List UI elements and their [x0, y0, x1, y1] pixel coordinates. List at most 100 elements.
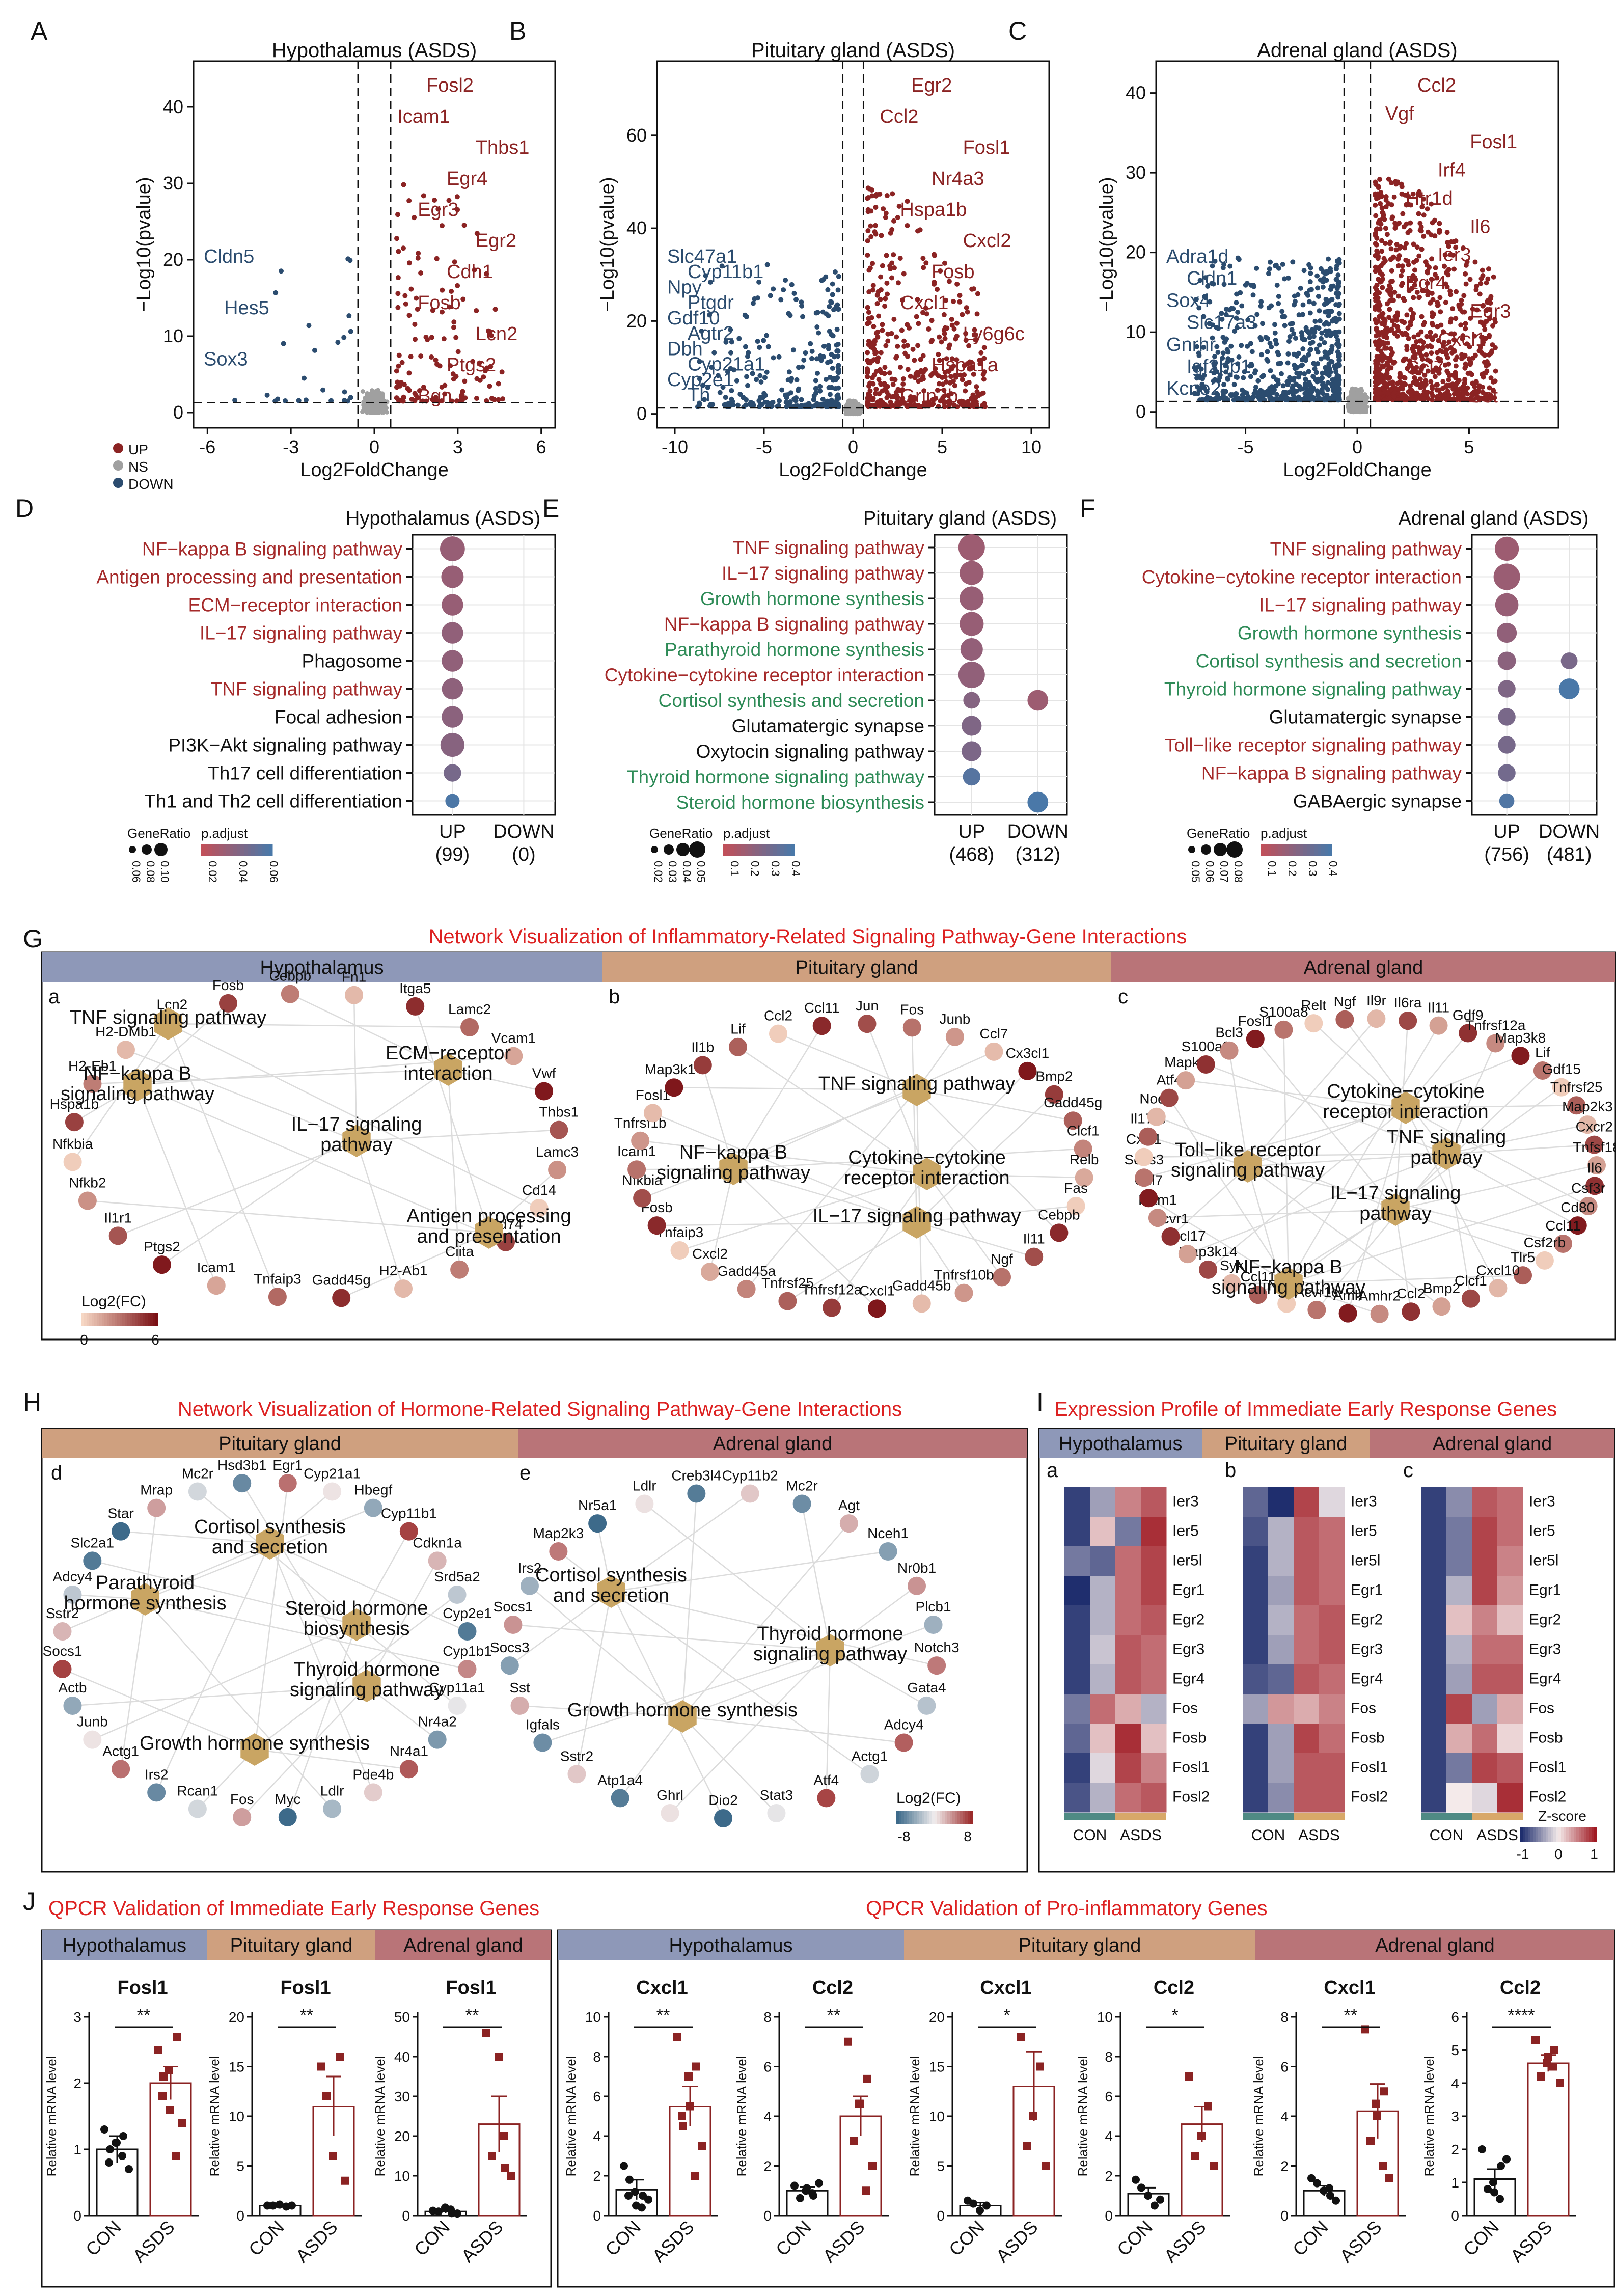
down-point	[1285, 360, 1291, 366]
up-point	[908, 373, 913, 379]
down-point	[824, 376, 829, 382]
up-point	[1373, 389, 1378, 395]
down-point	[709, 365, 715, 370]
up-point	[1376, 332, 1381, 337]
up-point	[963, 338, 969, 343]
up-point	[866, 289, 872, 295]
up-point	[951, 402, 957, 408]
up-point	[937, 358, 942, 363]
up-point	[946, 400, 952, 406]
up-point	[884, 193, 890, 198]
gene-label-down: Gdf10	[667, 308, 720, 329]
up-point	[1445, 389, 1450, 394]
up-point	[900, 297, 906, 303]
up-point	[926, 399, 932, 405]
down-point	[705, 385, 710, 390]
ns-point	[382, 401, 387, 406]
down-point	[755, 295, 760, 301]
up-point	[1461, 293, 1467, 298]
gene-label-up: Egr4	[447, 168, 487, 189]
up-point	[1406, 262, 1411, 268]
up-point	[1463, 321, 1468, 326]
down-point	[1272, 322, 1278, 327]
volcano-title: Pituitary gland (ASDS)	[751, 39, 955, 62]
up-point	[940, 375, 945, 380]
up-point	[929, 338, 935, 343]
gene-label-up: Ly6g6c	[963, 323, 1025, 345]
up-point	[949, 316, 954, 322]
up-point	[918, 357, 923, 362]
up-point	[1429, 350, 1434, 356]
up-point	[487, 329, 493, 335]
up-point	[418, 270, 424, 276]
up-point	[1449, 350, 1455, 356]
up-point	[901, 343, 907, 349]
up-point	[1373, 253, 1378, 258]
up-point	[960, 312, 965, 317]
up-point	[869, 261, 875, 266]
up-point	[1381, 353, 1386, 359]
down-point	[345, 256, 351, 262]
up-point	[1428, 330, 1433, 335]
up-point	[429, 354, 434, 360]
down-point	[786, 369, 792, 375]
gene-label-up: Icam1	[397, 106, 450, 127]
up-point	[915, 343, 921, 348]
up-point	[965, 309, 970, 315]
up-point	[966, 343, 972, 348]
up-point	[870, 287, 875, 293]
up-point	[1410, 346, 1415, 351]
up-point	[1451, 396, 1457, 401]
up-point	[395, 212, 400, 217]
up-point	[974, 384, 979, 390]
down-point	[335, 340, 341, 345]
up-point	[948, 374, 954, 379]
up-point	[1386, 176, 1391, 182]
up-point	[1378, 348, 1384, 354]
down-point	[729, 396, 734, 402]
up-point	[1383, 226, 1388, 231]
up-point	[474, 231, 480, 236]
up-point	[944, 325, 950, 331]
gene-label-up: Thbs1	[476, 137, 530, 158]
down-point	[827, 392, 833, 397]
gene-label-up: Cxcl2	[963, 230, 1011, 252]
down-point	[830, 292, 835, 297]
up-point	[937, 334, 942, 340]
up-point	[1419, 247, 1425, 252]
up-point	[1435, 303, 1440, 308]
down-point	[296, 398, 302, 403]
up-point	[421, 193, 426, 199]
up-point	[895, 280, 901, 286]
down-point	[765, 344, 771, 349]
up-point	[872, 391, 878, 396]
up-point	[908, 394, 913, 400]
down-point	[1275, 349, 1280, 355]
down-point	[1286, 339, 1292, 344]
up-point	[957, 372, 963, 378]
up-point	[1416, 211, 1421, 216]
up-point	[1446, 377, 1451, 383]
up-point	[916, 321, 921, 326]
up-point	[866, 316, 871, 321]
up-point	[1428, 300, 1433, 306]
up-point	[1486, 352, 1492, 358]
down-point	[1278, 371, 1284, 376]
up-point	[1388, 346, 1393, 351]
up-point	[957, 299, 963, 305]
up-point	[396, 363, 401, 369]
up-point	[1463, 281, 1469, 287]
down-point	[279, 268, 284, 274]
down-point	[1272, 330, 1278, 336]
down-point	[755, 339, 760, 344]
x-tick-label: -5	[756, 436, 772, 457]
down-point	[829, 300, 834, 306]
down-point	[302, 375, 307, 381]
up-point	[1456, 378, 1462, 384]
up-point	[889, 275, 894, 281]
down-point	[786, 311, 791, 316]
up-point	[1381, 386, 1386, 392]
x-axis-label: Log2FoldChange	[300, 459, 449, 481]
up-point	[1383, 374, 1389, 380]
up-point	[954, 320, 960, 326]
